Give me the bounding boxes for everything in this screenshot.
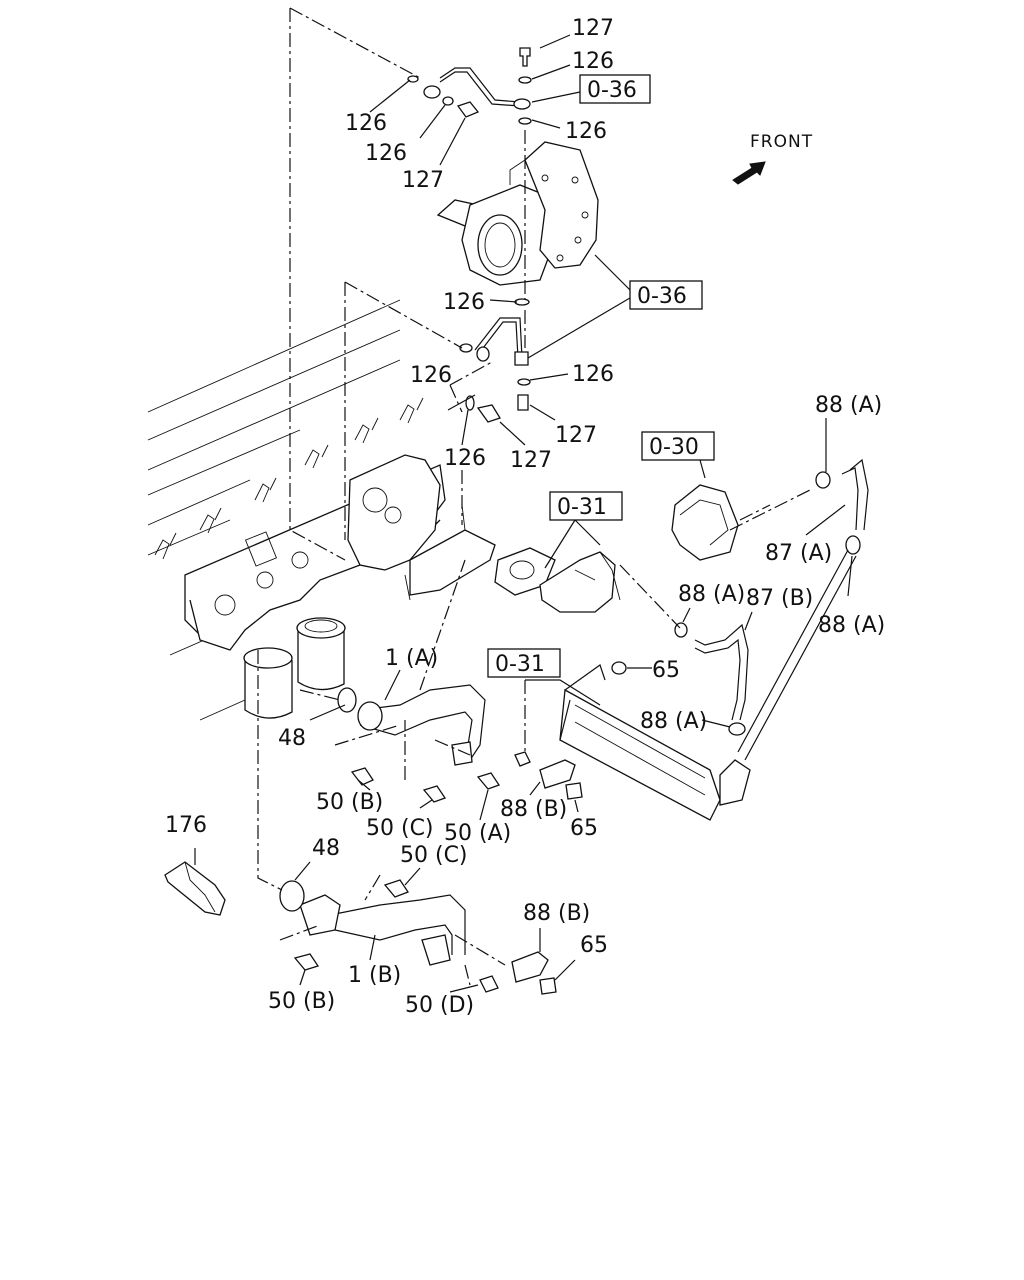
callout: 65	[652, 658, 680, 683]
callout: 88 (B)	[500, 797, 567, 822]
heat-shield	[671, 484, 739, 561]
top-fasteners	[407, 47, 532, 125]
callout: 1 (B)	[348, 963, 401, 988]
callout-labels: 127 126 126 126 127 126 126 126 126 127 …	[165, 16, 885, 1018]
oil-filter-housing	[243, 617, 346, 719]
reference-label: 0-36	[637, 284, 687, 309]
reference-label: 0-30	[649, 435, 699, 460]
reference-box: 0-36	[579, 74, 651, 104]
oil-return-pipe	[459, 298, 531, 423]
callout: 127	[402, 168, 444, 193]
reference-label: 0-31	[495, 652, 545, 677]
callout: 87 (A)	[765, 541, 832, 566]
callout: 127	[572, 16, 614, 41]
callout: 88 (A)	[678, 582, 745, 607]
callout: 126	[572, 362, 614, 387]
callout: 50 (A)	[444, 821, 511, 846]
callout: 88 (A)	[818, 613, 885, 638]
engine-block	[147, 299, 401, 721]
callout: 50 (C)	[400, 843, 468, 868]
callout: 126	[410, 363, 452, 388]
callout: 50 (B)	[316, 790, 383, 815]
oil-cooler	[559, 661, 751, 821]
callout: 48	[312, 836, 340, 861]
front-arrow-icon	[732, 161, 766, 185]
reference-label: 0-31	[557, 495, 607, 520]
callout: 126	[572, 49, 614, 74]
callout: 50 (B)	[268, 989, 335, 1014]
front-indicator: FRONT	[732, 132, 813, 185]
reference-box: 0-30	[641, 431, 715, 461]
o-ring-48-lower	[279, 880, 305, 912]
callout: 127	[510, 448, 552, 473]
callout: 126	[443, 290, 485, 315]
reference-box: 0-31	[549, 491, 623, 521]
callout: 127	[555, 423, 597, 448]
reference-label: 0-36	[587, 78, 637, 103]
callout: 48	[278, 726, 306, 751]
turbocharger	[436, 141, 599, 286]
callout: 126	[365, 141, 407, 166]
callout: 176	[165, 813, 207, 838]
lower-fasteners	[293, 879, 557, 995]
callout: 50 (D)	[405, 993, 474, 1018]
water-pipe-1b	[299, 894, 466, 966]
reference-box: 0-31	[487, 648, 561, 678]
exhaust-elbow	[494, 547, 621, 613]
front-label: FRONT	[750, 132, 813, 152]
turbo-mounting-bracket	[347, 454, 496, 601]
callout: 126	[444, 446, 486, 471]
callout: 88 (B)	[523, 901, 590, 926]
callout: 87 (B)	[746, 586, 813, 611]
callout: 65	[580, 933, 608, 958]
callout: 65	[570, 816, 598, 841]
water-pipe-1a	[337, 684, 486, 766]
mid-fasteners	[350, 751, 583, 803]
heat-protector-176	[164, 861, 226, 916]
callout: 1 (A)	[385, 646, 438, 671]
leader-lines	[194, 7, 853, 993]
callout: 88 (A)	[640, 709, 707, 734]
callout: 50 (C)	[366, 816, 434, 841]
reference-box: 0-36	[629, 280, 703, 310]
callout: 88 (A)	[815, 393, 882, 418]
callout: 126	[345, 111, 387, 136]
oil-feed-pipe	[423, 67, 531, 110]
callout: 126	[565, 119, 607, 144]
